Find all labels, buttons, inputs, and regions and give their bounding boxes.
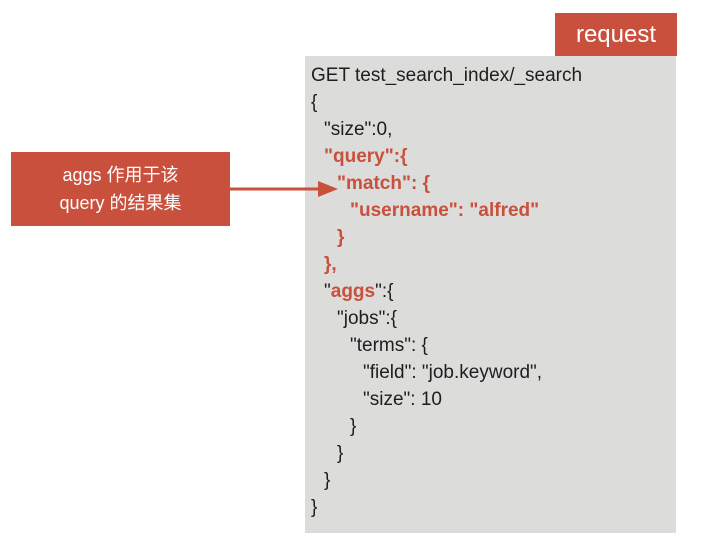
code-token-highlight: "query":{ <box>324 146 408 167</box>
code-panel: GET test_search_index/_search { "size":0, "… <box>305 56 676 533</box>
annotation-line-2: query 的结果集 <box>59 193 182 213</box>
code-line: { <box>311 89 317 116</box>
code-token: ":{ <box>375 281 394 302</box>
code-token: "size": 10 <box>363 389 442 410</box>
code-token-highlight: } <box>337 227 345 248</box>
code-line: "size":0, <box>324 116 392 143</box>
code-line: }, <box>324 251 337 278</box>
code-token: } <box>311 497 318 518</box>
code-line: "jobs":{ <box>337 305 397 332</box>
code-line: } <box>337 224 344 251</box>
code-token: } <box>337 443 344 464</box>
code-token: "field": "job.keyword", <box>363 362 543 383</box>
code-line: "terms": { <box>350 332 428 359</box>
code-token: } <box>324 470 331 491</box>
code-line: GET test_search_index/_search <box>311 62 582 89</box>
code-token: "terms": { <box>350 335 428 356</box>
code-token-highlight: "match": { <box>337 173 430 194</box>
code-line: "field": "job.keyword", <box>363 359 542 386</box>
code-token: "jobs":{ <box>337 308 397 329</box>
code-line: "aggs":{ <box>324 278 393 305</box>
code-token: "size":0, <box>324 119 393 140</box>
code-token-highlight: }, <box>324 254 337 275</box>
code-line: "username": "alfred" <box>350 197 539 224</box>
code-line: } <box>311 494 317 521</box>
code-line: } <box>350 413 356 440</box>
annotation-arrow-icon <box>228 181 338 197</box>
code-line: "query":{ <box>324 143 407 170</box>
code-line: } <box>337 440 343 467</box>
code-token-highlight: aggs <box>330 281 376 302</box>
code-token: } <box>350 416 357 437</box>
annotation-box: aggs 作用于该 query 的结果集 <box>11 152 230 226</box>
annotation-line-1: aggs 作用于该 <box>62 165 179 185</box>
code-line: } <box>324 467 330 494</box>
request-tag: request <box>555 13 677 56</box>
code-line: "match": { <box>337 170 430 197</box>
code-token-highlight: "username": "alfred" <box>350 200 540 221</box>
code-token: { <box>311 92 318 113</box>
code-line: "size": 10 <box>363 386 442 413</box>
code-token: GET test_search_index/_search <box>311 65 583 86</box>
code-token: " <box>324 281 331 302</box>
